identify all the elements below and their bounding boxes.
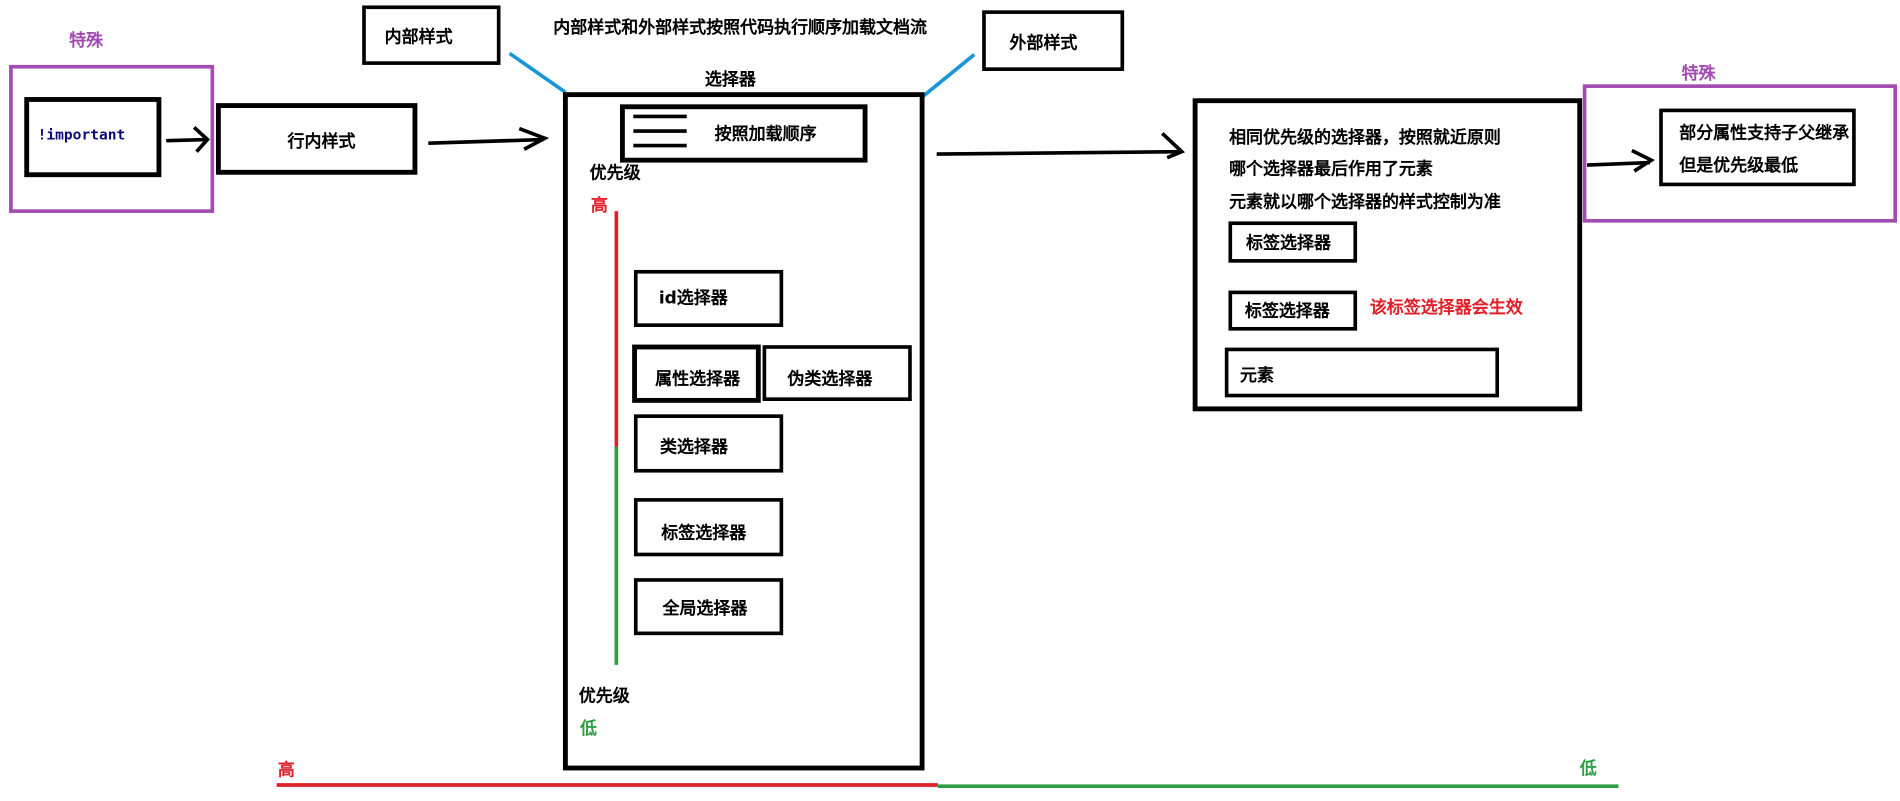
class-selector-label: 类选择器 [660, 438, 728, 458]
universal-selector-box [633, 578, 784, 636]
selector-container [562, 92, 925, 771]
external-connector [920, 53, 976, 99]
inline-to-selector-arrow [428, 137, 544, 145]
important-label: !important [37, 126, 126, 144]
pseudo-class-selector-box [762, 345, 912, 401]
internal-connector [508, 51, 567, 94]
internal-style-label: 内部样式 [384, 27, 453, 48]
load-order-note: 内部样式和外部样式按照代码执行顺序加载文档流 [553, 18, 927, 38]
id-selector-label: id选择器 [658, 288, 728, 309]
pseudo-class-selector-label: 伪类选择器 [787, 370, 873, 390]
external-style-box [982, 10, 1125, 71]
attribute-selector-box [632, 344, 761, 403]
special-label-left: 特殊 [69, 31, 104, 51]
important-to-inline-arrowhead [192, 126, 211, 153]
inline-style-label: 行内样式 [287, 132, 356, 152]
inherit-box [1659, 108, 1856, 187]
id-selector-box [633, 269, 784, 327]
tag-selector-label-2: 标签选择器 [1244, 302, 1330, 322]
high-top-label: 高 [590, 196, 608, 216]
rule-to-inherit-arrowhead [1631, 148, 1655, 173]
rule-to-inherit-arrow [1586, 160, 1651, 167]
important-box [24, 97, 162, 178]
important-special-frame [9, 64, 215, 213]
inherit-line-2: 但是优先级最低 [1679, 156, 1799, 176]
bottom-high-label: 高 [277, 760, 295, 781]
universal-selector-label: 全局选择器 [662, 599, 748, 619]
bottom-low-label: 低 [1579, 759, 1597, 779]
priority-top-label: 优先级 [589, 163, 641, 184]
tag-selector-box [633, 498, 784, 557]
tag-selector-box-2 [1228, 290, 1358, 331]
inline-to-selector-arrowhead [518, 126, 550, 151]
tag-selector-label: 标签选择器 [661, 524, 747, 544]
external-style-label: 外部样式 [1009, 33, 1078, 54]
inline-style-box [215, 103, 418, 175]
attribute-selector-label: 属性选择器 [655, 370, 741, 390]
inherit-line-1: 部分属性支持子父继承 [1679, 123, 1850, 144]
element-label: 元素 [1239, 366, 1274, 386]
selector-to-rule-arrow [936, 149, 1181, 156]
selector-to-rule-arrowhead [1161, 132, 1186, 160]
special-label-right: 特殊 [1681, 64, 1716, 84]
element-box [1224, 347, 1500, 398]
low-bottom-label: 低 [579, 719, 597, 739]
tag-selector-label-1: 标签选择器 [1246, 234, 1331, 254]
inherit-special-frame [1582, 84, 1897, 223]
rule-line-1: 相同优先级的选择器，按照就近原则 [1229, 128, 1501, 149]
important-to-inline-arrow [166, 137, 207, 143]
by-load-order-label: 按照加载顺序 [714, 124, 817, 145]
rule-panel [1192, 98, 1583, 412]
selector-title: 选择器 [704, 70, 756, 90]
tag-selector-box-1 [1228, 221, 1358, 263]
effective-note: 该标签选择器会生效 [1369, 298, 1523, 318]
rule-line-2: 哪个选择器最后作用了元素 [1229, 160, 1433, 180]
priority-bottom-label: 优先级 [578, 686, 630, 707]
rule-line-3: 元素就以哪个选择器的样式控制为准 [1229, 192, 1501, 213]
load-order-box [619, 104, 868, 163]
internal-style-box [362, 5, 501, 65]
class-selector-box [633, 414, 784, 473]
